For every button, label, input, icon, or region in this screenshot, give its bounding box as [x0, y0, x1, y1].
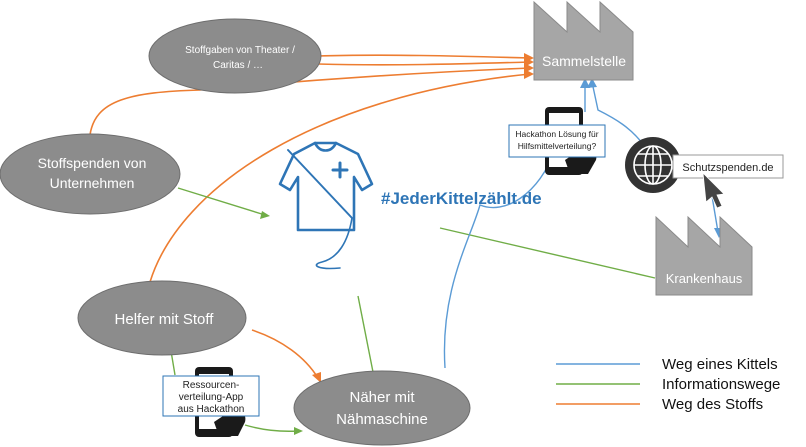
- info-line-app-naeher: [244, 424, 299, 432]
- website-callout: Schutzspenden.de: [672, 154, 784, 179]
- node-stoffgaben-line2: Caritas / …: [213, 60, 263, 71]
- callout-hackathon-line1: Hackathon Lösung für: [515, 129, 598, 139]
- node-helfer-shape: [77, 280, 247, 356]
- factory-sammelstelle-label: Sammelstelle: [542, 53, 626, 69]
- stoff-line-theater-sammelstelle-1: [317, 54, 531, 59]
- callout-hackathon-box: [508, 124, 606, 158]
- kittel-collar: [313, 141, 338, 152]
- stoff-line-helfer-sammelstelle: [149, 73, 531, 283]
- arrowhead-blue-2: [587, 78, 597, 88]
- node-stoffspenden-line2: Unternehmen: [50, 175, 135, 191]
- node-stoffgaben: Stoffgaben von Theater / Caritas / …: [148, 18, 322, 94]
- node-helfer-label: Helfer mit Stoff: [115, 311, 215, 328]
- node-stoffspenden-shape: [0, 133, 181, 215]
- info-line-unternehmen-kittel: [177, 187, 266, 216]
- callout-app: Ressourcen- verteilung-App aus Hackathon: [162, 375, 260, 417]
- factory-krankenhaus-label: Krankenhaus: [666, 271, 743, 286]
- node-stoffspenden: Stoffspenden von Unternehmen: [0, 133, 181, 215]
- arrowhead-green-kittel: [260, 211, 270, 219]
- factory-sammelstelle-shape: [533, 0, 634, 81]
- kittel-needle: [287, 149, 353, 219]
- info-flow-lines: [169, 187, 656, 432]
- legend-item-stoff: Weg des Stoffs: [556, 396, 763, 413]
- arrowhead-orange-4: [524, 69, 534, 79]
- kittel-line-web-krankenhaus: [711, 195, 719, 233]
- website-url-box: [672, 154, 784, 179]
- node-stoffgaben-shape: [148, 18, 322, 94]
- cursor-icon: [702, 171, 725, 209]
- kittel-thread: [315, 217, 353, 270]
- stoff-arrowheads: [312, 53, 534, 383]
- factory-sammelstelle: Sammelstelle: [533, 0, 634, 81]
- info-line-kittel-naeher: [357, 295, 374, 373]
- callout-app-line3: aus Hackathon: [178, 404, 245, 415]
- hashtag-title: #JederKittelzählt.de: [381, 189, 542, 208]
- node-naeher-line2: Nähmaschine: [336, 411, 428, 428]
- legend-label-stoff: Weg des Stoffs: [662, 396, 763, 413]
- kittel-body: [278, 141, 374, 232]
- stoff-line-unternehmen-theater: [89, 89, 201, 136]
- info-line-kittel-krankenhaus: [439, 227, 656, 279]
- node-stoffspenden-line1: Stoffspenden von: [38, 155, 147, 171]
- stoff-line-theater-sammelstelle-2: [317, 61, 531, 66]
- legend-item-kittel: Weg eines Kittels: [556, 356, 778, 373]
- legend-label-kittel: Weg eines Kittels: [662, 356, 778, 373]
- node-stoffgaben-line1: Stoffgaben von Theater /: [185, 45, 295, 56]
- arrowhead-orange-naeher: [312, 372, 321, 383]
- legend-item-info: Informationswege: [556, 376, 780, 393]
- kittel-icon: [278, 141, 374, 270]
- callout-hackathon: Hackathon Lösung für Hilfsmittelverteilu…: [508, 124, 606, 158]
- arrowhead-blue-1: [580, 78, 590, 88]
- node-naeher-shape: [293, 370, 471, 446]
- callout-app-line1: Ressourcen-: [183, 380, 240, 391]
- node-naeher: Näher mit Nähmaschine: [293, 370, 471, 446]
- legend: Weg eines Kittels Informationswege Weg d…: [556, 356, 780, 413]
- info-arrowheads: [260, 211, 303, 435]
- node-naeher-line1: Näher mit: [349, 389, 415, 406]
- kittel-line-naeher-sammelstelle: [443, 149, 556, 369]
- factory-krankenhaus-shape: [655, 215, 753, 296]
- callout-app-line2: verteilung-App: [179, 392, 244, 403]
- callout-app-box: [162, 375, 260, 417]
- legend-label-info: Informationswege: [662, 376, 780, 393]
- factory-krankenhaus: Krankenhaus: [655, 215, 753, 296]
- globe-icon: [625, 137, 681, 193]
- website-url: Schutzspenden.de: [682, 162, 773, 174]
- node-helfer: Helfer mit Stoff: [77, 280, 247, 356]
- callout-hackathon-line2: Hilfsmittelverteilung?: [518, 141, 597, 151]
- stoff-line-helfer-naeher: [251, 329, 319, 379]
- arrowhead-green-naeher: [294, 427, 303, 435]
